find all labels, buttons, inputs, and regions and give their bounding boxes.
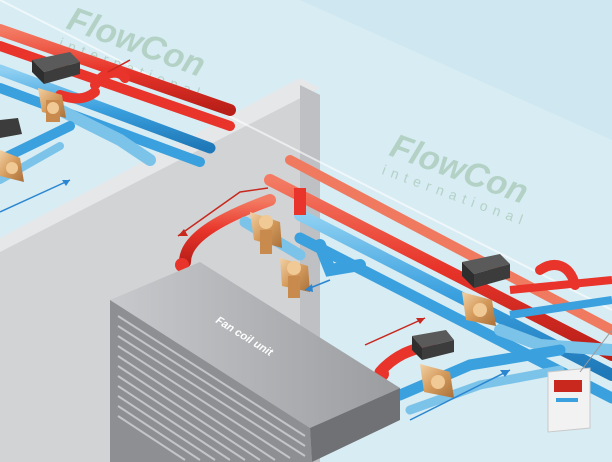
actuator-icon (412, 330, 454, 360)
upper-flow-arrows (0, 59, 131, 213)
flow-arrow-icon (0, 179, 71, 213)
fcu-front (110, 300, 312, 462)
upper-valve-group (0, 52, 80, 182)
balancing-valve-icon (462, 292, 496, 326)
fcu-top (110, 262, 400, 428)
balancing-valve-icon (250, 212, 282, 254)
flow-arrow-icon (364, 317, 426, 346)
right-flow-arrows (177, 187, 511, 421)
flow-arrow-icon (177, 187, 269, 237)
fcu-side (310, 388, 400, 462)
balancing-valve-icon (38, 88, 66, 122)
flow-arrow-icon (304, 279, 331, 292)
left-upper-wall (0, 0, 612, 140)
actuator-icon (462, 254, 510, 288)
flow-arrow-icon (409, 369, 511, 421)
balancing-valve-icon (0, 150, 24, 182)
balancing-valve-icon (280, 258, 310, 298)
mid-valve-group (250, 212, 310, 298)
actuator-icon (0, 118, 22, 138)
fcu-grille (117, 315, 306, 461)
thermostat-icon (547, 329, 612, 433)
balancing-valve-icon (420, 364, 454, 398)
actuator-icon (32, 52, 80, 84)
flow-arrow-icon (107, 59, 131, 73)
right-valve-group (412, 254, 510, 398)
fan-coil-unit: Fan coil unit (110, 262, 400, 462)
right-room-pipes (175, 155, 612, 415)
